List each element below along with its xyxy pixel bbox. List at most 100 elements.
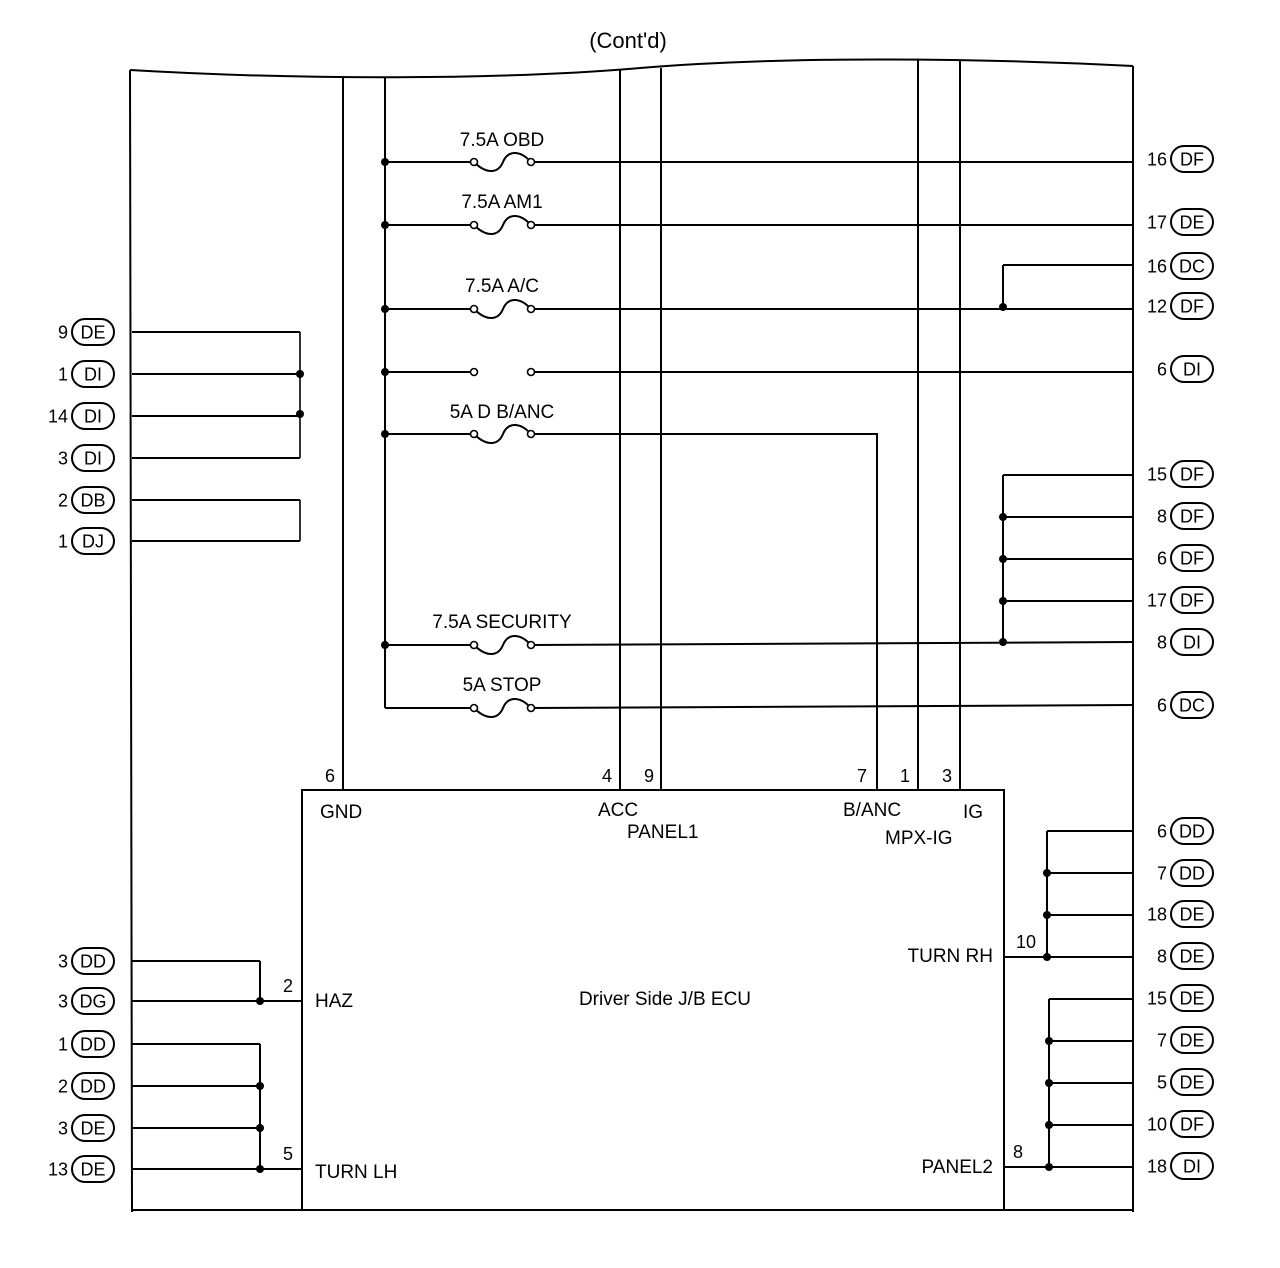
connector-pin-number: 8	[1157, 633, 1167, 653]
svg-text:PANEL1: PANEL1	[627, 822, 698, 843]
connector-callout: DD 2	[58, 1072, 115, 1100]
connector-code: DE	[80, 1119, 105, 1139]
connector-callout: DF 16	[1147, 145, 1214, 173]
svg-text:B/ANC: B/ANC	[843, 800, 901, 821]
connector-callout: DD 6	[1157, 817, 1214, 845]
connector-callout: DE7	[1157, 1026, 1214, 1054]
junction-block-outline	[129, 58, 1134, 1213]
fuse-label-obd: 7.5A OBD	[460, 130, 545, 151]
svg-text:5: 5	[283, 1144, 293, 1164]
connector-pin-number: 18	[1147, 905, 1167, 925]
connector-code: DE	[1179, 989, 1204, 1009]
connector-pin-number: 17	[1147, 213, 1167, 233]
connector-pin-number: 3	[58, 992, 68, 1012]
fuse-row-am1: 7.5A AM1	[381, 192, 1133, 235]
vertical-wires	[342, 60, 961, 790]
ecu-pin-turnrh: 10 TURN RH	[908, 932, 1037, 967]
svg-text:10: 10	[1016, 932, 1036, 952]
connector-pin-number: 17	[1147, 591, 1167, 611]
connector-callout: DD3	[58, 947, 115, 975]
svg-text:HAZ: HAZ	[315, 991, 353, 1012]
diagram-title: (Cont'd)	[589, 28, 667, 53]
connector-code: DD	[1179, 822, 1205, 842]
connector-pin-number: 6	[1157, 822, 1167, 842]
svg-text:GND: GND	[320, 802, 362, 823]
right-splice-top	[999, 474, 1133, 646]
connector-oval	[1170, 817, 1214, 845]
connector-pin-number: 6	[1157, 696, 1167, 716]
connector-code: DC	[1179, 257, 1205, 277]
connector-oval	[71, 1030, 115, 1058]
connector-callout: DE5	[1157, 1068, 1214, 1096]
connector-callout: DE 3	[58, 1114, 115, 1142]
connector-pin-number: 2	[58, 491, 68, 511]
connector-code: DF	[1180, 465, 1204, 485]
connector-pin-number: 7	[1157, 864, 1167, 884]
ecu-box: Driver Side J/B ECU	[301, 789, 1005, 1211]
left-splice-turnlh	[132, 1043, 302, 1173]
connector-callout: DI1	[58, 360, 115, 388]
connector-pin-number: 1	[58, 365, 68, 385]
connector-oval	[71, 1155, 115, 1183]
connector-callout: DD7	[1157, 859, 1214, 887]
connector-callout: DD1	[58, 1030, 115, 1058]
connector-callout: DF6	[1157, 544, 1214, 572]
connector-callout: DE 8	[1157, 942, 1214, 970]
connector-oval	[1170, 586, 1214, 614]
connector-code: DG	[80, 992, 107, 1012]
connector-code: DF	[1180, 150, 1204, 170]
ecu-name: Driver Side J/B ECU	[579, 989, 751, 1010]
ecu-pin-ig: 3 IG	[942, 766, 983, 823]
fuse-row-empty	[381, 367, 1133, 377]
connector-code: DI	[1183, 1157, 1201, 1177]
svg-text:PANEL2: PANEL2	[922, 1157, 993, 1178]
svg-text:4: 4	[602, 766, 612, 786]
fuse-label-security: 7.5A SECURITY	[432, 612, 572, 633]
connector-code: DD	[80, 1077, 106, 1097]
svg-text:3: 3	[942, 766, 952, 786]
connector-pin-number: 15	[1147, 989, 1167, 1009]
connector-oval	[1170, 544, 1214, 572]
ecu-pin-acc: 4 ACC	[598, 766, 638, 821]
ecu-pin-panel1: 9 PANEL1	[627, 766, 698, 843]
svg-text:IG: IG	[963, 802, 983, 823]
connector-code: DF	[1180, 297, 1204, 317]
connector-oval	[1170, 900, 1214, 928]
connector-code: DF	[1180, 1115, 1204, 1135]
fuse-row-stop: 5A STOP	[385, 675, 1134, 718]
ecu-pin-banc: 7 B/ANC	[843, 766, 901, 821]
connector-callout: DC6	[1157, 691, 1214, 719]
connector-code: DI	[84, 407, 102, 427]
connector-pin-number: 3	[58, 449, 68, 469]
connector-pin-number: 7	[1157, 1031, 1167, 1051]
connector-code: DE	[1179, 947, 1204, 967]
svg-text:ACC: ACC	[598, 800, 638, 821]
ecu-pin-haz: 2 HAZ	[283, 976, 353, 1012]
connector-pin-number: 16	[1147, 150, 1167, 170]
fuse-row-security: 7.5A SECURITY	[381, 612, 1134, 655]
fuse-label-ac: 7.5A A/C	[465, 276, 539, 297]
fuse-row-banc: 5A D B/ANC	[381, 402, 877, 444]
connector-oval	[1170, 145, 1214, 173]
connector-code: DF	[1180, 507, 1204, 527]
connector-pin-number: 10	[1147, 1115, 1167, 1135]
connector-oval	[1170, 1152, 1214, 1180]
connector-oval	[71, 360, 115, 388]
connector-pin-number: 2	[58, 1077, 68, 1097]
connector-pin-number: 13	[48, 1160, 68, 1180]
connector-code: DD	[80, 1035, 106, 1055]
connector-code: DE	[80, 1160, 105, 1180]
connector-callout: DI3	[58, 444, 115, 472]
connector-oval	[71, 527, 115, 555]
connector-pin-number: 3	[58, 1119, 68, 1139]
connector-pin-number: 6	[1157, 549, 1167, 569]
connector-code: DJ	[82, 532, 104, 552]
connector-pin-number: 8	[1157, 947, 1167, 967]
fuse-row-obd: 7.5A OBD	[381, 130, 1133, 172]
fuse-label-banc: 5A D B/ANC	[450, 402, 555, 423]
